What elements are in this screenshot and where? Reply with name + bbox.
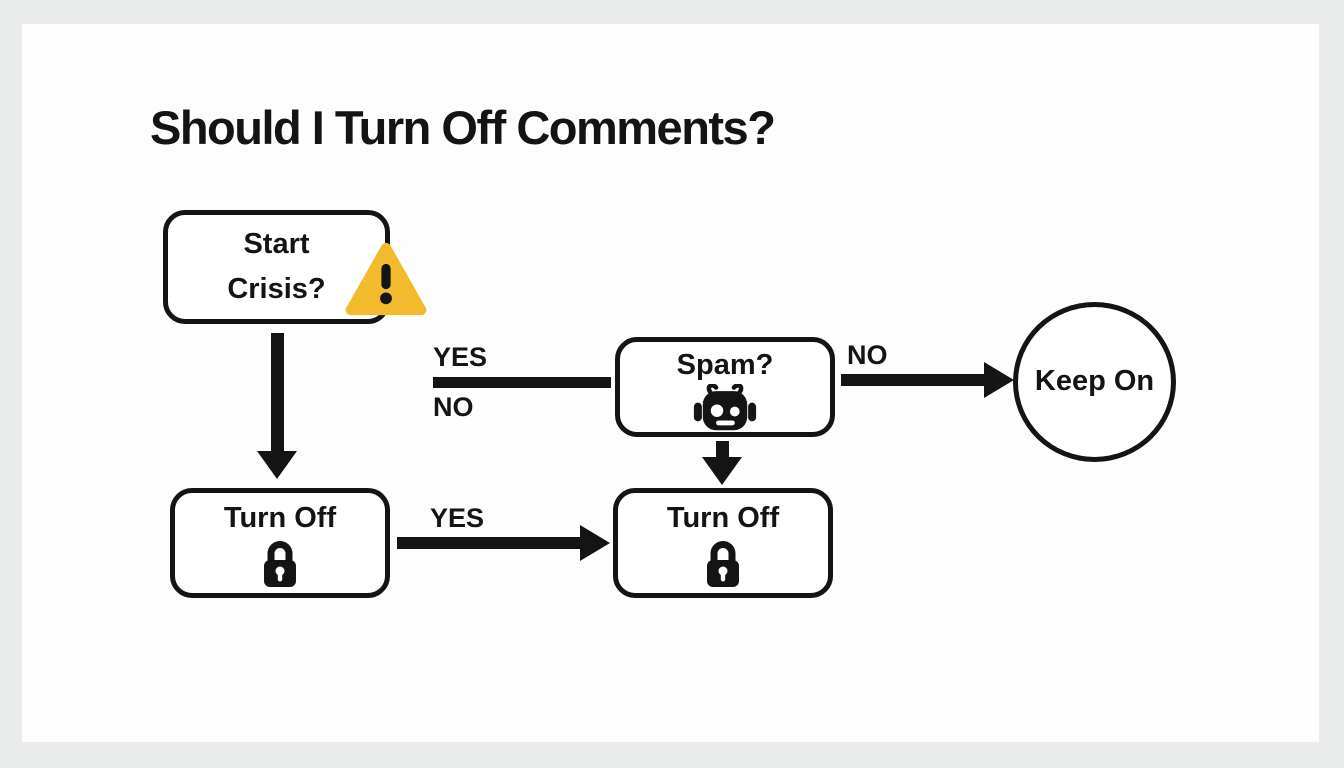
- yes-no-connector-line: [433, 377, 611, 388]
- node-start-crisis: Start Crisis?: [163, 210, 390, 324]
- arrow-turnoff-to-turnoff-stem: [397, 537, 583, 549]
- start-crisis-label-line1: Start: [243, 228, 310, 261]
- edge-label-no-bottom: NO: [433, 392, 474, 422]
- arrow-spam-to-keepon-stem: [841, 374, 987, 386]
- start-crisis-label-line2: Crisis?: [227, 273, 326, 305]
- edge-label-yes-top: YES: [433, 342, 488, 372]
- arrow-turnoff-to-turnoff-head: [580, 525, 610, 561]
- padlock-icon: [257, 539, 303, 589]
- page-title: Should I Turn Off Comments?: [150, 101, 776, 154]
- padlock-icon: [700, 539, 746, 589]
- robot-icon: [690, 383, 760, 432]
- edge-label-no-right: NO: [847, 340, 888, 370]
- node-turn-off-left: Turn Off: [170, 488, 390, 598]
- spam-label: Spam?: [676, 349, 774, 382]
- node-turn-off-right: Turn Off: [613, 488, 833, 598]
- warning-triangle-icon: [344, 240, 428, 318]
- arrow-spam-to-keepon-head: [984, 362, 1014, 398]
- keep-on-label: Keep On: [1034, 365, 1155, 398]
- arrow-spam-to-turnoff-head: [702, 457, 742, 485]
- turn-off-left-label: Turn Off: [223, 501, 337, 534]
- node-keep-on: Keep On: [1013, 302, 1176, 462]
- arrow-start-to-turnoff-stem: [271, 333, 284, 451]
- arrow-spam-to-turnoff-stem: [716, 441, 729, 459]
- turn-off-right-label: Turn Off: [666, 501, 780, 534]
- arrow-start-to-turnoff-head: [257, 451, 297, 479]
- node-spam: Spam?: [615, 337, 835, 437]
- edge-label-yes-middle: YES: [430, 503, 485, 533]
